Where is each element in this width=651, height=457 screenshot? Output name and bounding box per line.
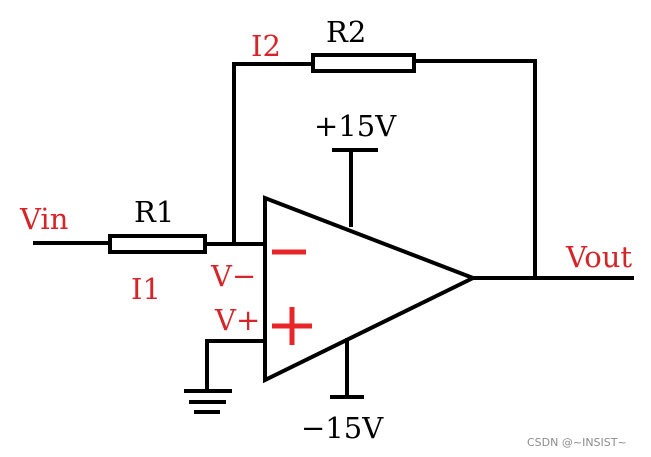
label-v-minus: V− <box>210 259 256 293</box>
watermark: CSDN @~INSIST~ <box>527 436 627 449</box>
label-vin: Vin <box>19 202 68 236</box>
plus-sign-icon <box>272 307 312 345</box>
label-negative-supply: −15V <box>301 411 384 445</box>
label-positive-supply: +15V <box>314 109 397 143</box>
label-vout: Vout <box>565 240 632 274</box>
op-amp-triangle <box>263 195 478 384</box>
label-i1: I1 <box>131 272 161 306</box>
label-i2: I2 <box>251 29 281 63</box>
ground-icon <box>184 389 232 414</box>
resistor-r1 <box>108 234 207 254</box>
label-r2: R2 <box>326 15 366 49</box>
label-v-plus: V+ <box>214 303 260 337</box>
resistor-r2 <box>311 53 416 73</box>
label-r1: R1 <box>134 195 174 229</box>
